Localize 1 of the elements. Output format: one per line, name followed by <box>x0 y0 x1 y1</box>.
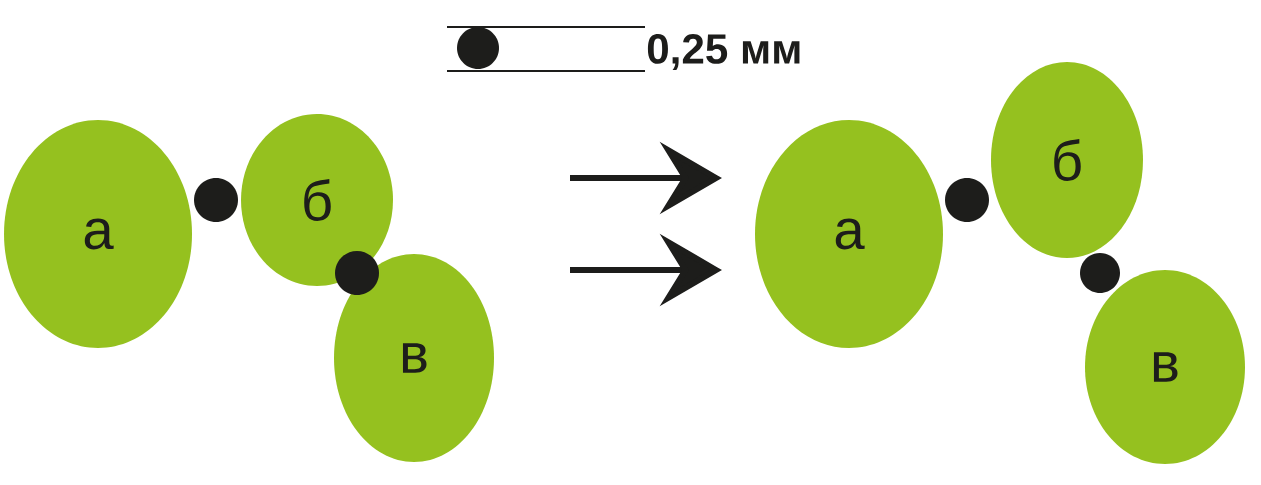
scale-label: 0,25 мм <box>647 34 800 70</box>
